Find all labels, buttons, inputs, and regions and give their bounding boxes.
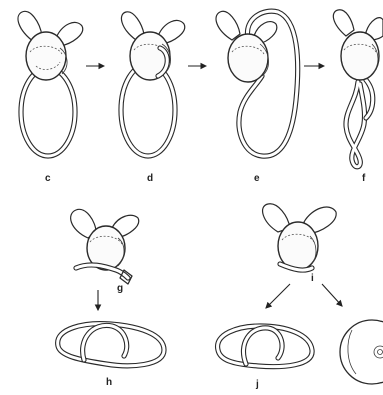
panel-d-label: d (147, 173, 153, 184)
panel-j: j (218, 326, 313, 390)
panel-g-pod (71, 209, 139, 270)
panel-h-label: h (106, 377, 112, 388)
panel-j-knot (218, 326, 313, 367)
panel-f-loop (346, 80, 373, 167)
panel-e-label: e (254, 173, 260, 184)
panel-k (340, 320, 383, 384)
panel-e: e (216, 11, 298, 184)
panel-i-label: i (311, 273, 314, 284)
panel-g-tail (76, 265, 132, 284)
panel-i: i (263, 204, 337, 284)
panel-h-knot (58, 324, 164, 366)
panel-c: c (18, 11, 83, 184)
panel-k-coil (340, 320, 383, 384)
panel-c-pod (18, 11, 83, 80)
panel-j-label: j (255, 379, 259, 390)
panel-f-label: f (362, 173, 366, 184)
panel-d-pod (121, 12, 184, 80)
panel-h: h (58, 324, 164, 388)
panel-f-pod (333, 10, 383, 80)
panel-i-pod (263, 204, 337, 270)
panel-g: g (71, 209, 139, 294)
panel-f: f (333, 10, 383, 184)
panel-e-pod (216, 11, 277, 82)
panel-g-label: g (117, 283, 123, 294)
panel-c-loop (21, 68, 75, 156)
arrow-i-to-k (322, 284, 342, 306)
panel-d: d (121, 12, 185, 184)
arrow-i-to-j (266, 284, 290, 308)
panel-c-label: c (45, 173, 51, 184)
